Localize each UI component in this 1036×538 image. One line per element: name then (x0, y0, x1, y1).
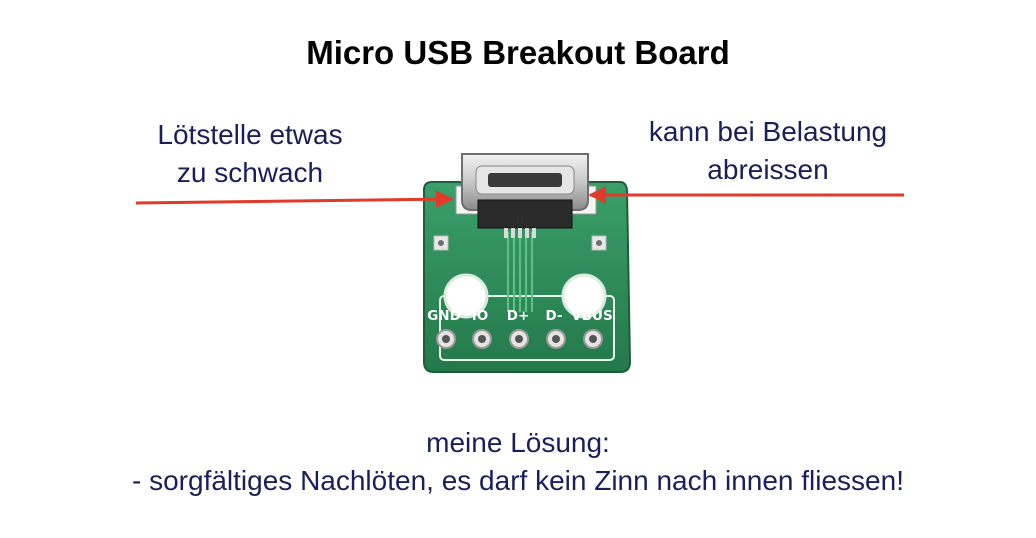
pin-label-dplus: D+ (507, 308, 530, 324)
annotation-left-line1: Lötstelle etwas (157, 119, 343, 150)
solution-detail: - sorgfältiges Nachlöten, es darf kein Z… (132, 465, 904, 496)
pin-label-vbus: VBUS (571, 308, 612, 324)
pin-hole (436, 329, 456, 349)
pcb (423, 181, 632, 373)
connector-marking: M (516, 216, 524, 226)
pin-label-dminus: D- (545, 308, 562, 324)
annotation-right-line1: kann bei Belastung (648, 116, 888, 147)
pin-labels: GND IO D+ D- VBUS (427, 308, 613, 324)
pin-label-gnd: GND (427, 308, 461, 324)
annotation-right-line2: abreissen (707, 154, 829, 185)
solution-heading: meine Lösung: (426, 427, 610, 458)
pin-hole (509, 329, 529, 349)
arrow-left (135, 190, 454, 209)
mounting-hole-right (561, 273, 607, 319)
pin-hole (472, 329, 492, 349)
solution-text: meine Lösung: - sorgfältiges Nachlöten, … (0, 424, 1036, 500)
micro-usb-connector: M (455, 153, 597, 238)
pin-hole (546, 329, 566, 349)
page-title: Micro USB Breakout Board (306, 34, 730, 71)
pin-label-io: IO (472, 308, 489, 324)
pin-hole (583, 329, 603, 349)
mounting-hole-left (443, 273, 489, 319)
pin-holes (436, 329, 603, 349)
annotation-right: kann bei Belastung abreissen (618, 113, 918, 189)
annotation-left: Lötstelle etwas zu schwach (130, 116, 370, 192)
annotation-left-line2: zu schwach (176, 157, 324, 188)
traces (506, 232, 534, 312)
